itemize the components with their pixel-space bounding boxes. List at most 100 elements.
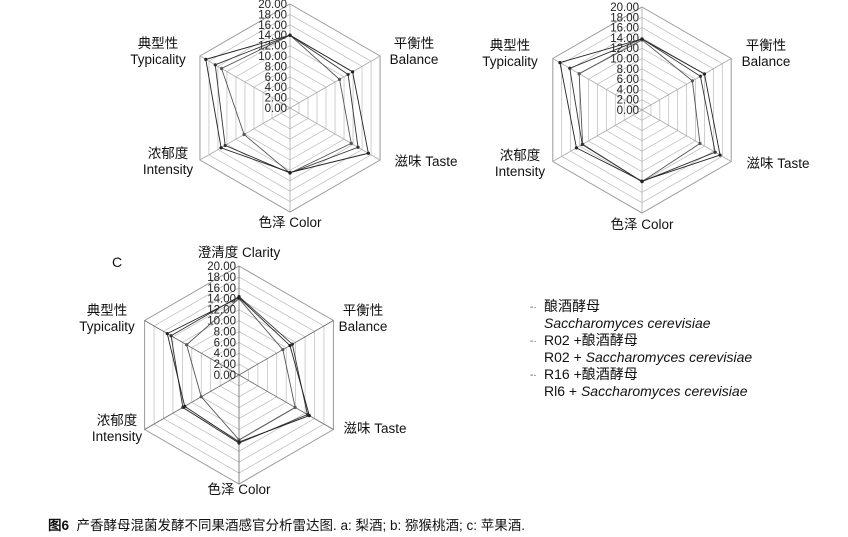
data-point — [698, 141, 702, 146]
data-point — [223, 143, 227, 148]
data-point — [350, 70, 355, 74]
tick-label: 18.00 — [258, 9, 287, 21]
legend-label-zh: R16 +酿酒酵母 — [544, 366, 638, 382]
tick-label: 18.00 — [610, 12, 639, 24]
data-point — [349, 141, 353, 145]
data-point — [165, 331, 169, 336]
tick-label: 12.00 — [258, 41, 287, 53]
legend-label-prefix: Rl6 + — [544, 383, 581, 399]
legend-label-species: Saccharomyces cerevisiae — [585, 349, 753, 365]
data-point — [213, 63, 217, 67]
tick-label: 16.00 — [207, 283, 236, 295]
legend-label-species: Saccharomyces cerevisiae — [580, 383, 748, 399]
data-point — [568, 66, 572, 70]
panel-label-c: C — [112, 254, 123, 270]
axis-label: 色泽 Color — [258, 215, 322, 230]
data-point — [288, 33, 292, 37]
tick-label: 8.00 — [214, 326, 236, 338]
axis-spoke — [641, 58, 732, 111]
data-point — [718, 153, 722, 157]
data-point — [640, 179, 644, 183]
data-point — [183, 404, 187, 408]
data-point — [219, 146, 223, 150]
axis-spoke — [289, 55, 381, 109]
tick-label: 4.00 — [214, 348, 236, 360]
axis-spoke — [238, 320, 334, 376]
data-point — [698, 74, 703, 78]
legend-label-prefix: R02 + — [544, 349, 586, 365]
data-point — [346, 72, 350, 77]
tick-label: 16.00 — [610, 23, 639, 35]
tick-label: 16.00 — [258, 20, 287, 32]
figure-caption: 图6 产香酵母混菌发酵不同果酒感官分析雷达图. a: 梨酒; b: 猕猴桃酒; … — [48, 514, 525, 534]
tick-label: 2.00 — [617, 95, 639, 107]
tick-label: 20.00 — [207, 261, 236, 273]
axis-label: 滋味 Taste — [343, 421, 407, 436]
axis-spoke — [144, 374, 240, 430]
data-point — [690, 79, 694, 83]
data-point — [293, 405, 297, 410]
data-point — [242, 132, 246, 137]
legend-item-r02: -· R02 +酿酒酵母 R02 + Saccharomyces cerevis… — [530, 332, 752, 366]
tick-label: 10.00 — [258, 51, 287, 63]
data-point — [366, 151, 370, 155]
tick-label: 2.00 — [214, 359, 236, 371]
data-point — [288, 170, 292, 175]
axis-spoke — [552, 58, 643, 111]
data-point — [185, 343, 189, 347]
tick-label: 20.00 — [610, 2, 639, 14]
axis-spoke — [144, 320, 240, 376]
data-point — [558, 61, 562, 65]
legend: -· 酿酒酵母 Saccharomyces cerevisiae -· R02 … — [530, 298, 752, 400]
data-point — [237, 296, 241, 300]
axis-label: 色泽 Color — [207, 482, 271, 497]
data-point — [237, 440, 241, 444]
tick-label: 0.00 — [617, 105, 639, 117]
data-point — [577, 72, 581, 76]
tick-label: 8.00 — [617, 64, 639, 76]
data-point — [574, 146, 579, 150]
data-point — [713, 150, 717, 154]
data-point — [288, 343, 292, 348]
legend-item-saccharomyces: -· 酿酒酵母 Saccharomyces cerevisiae — [530, 298, 752, 332]
tick-label: 2.00 — [265, 93, 287, 105]
axis-label: 色泽 Color — [610, 217, 674, 232]
tick-label: 0.00 — [265, 103, 287, 115]
tick-label: 8.00 — [265, 61, 287, 73]
data-point — [580, 142, 584, 147]
tick-label: 18.00 — [207, 272, 236, 284]
tick-label: 10.00 — [207, 316, 236, 328]
tick-label: 4.00 — [265, 82, 287, 94]
axis-label: 滋味 Taste — [746, 156, 810, 171]
data-point — [169, 334, 173, 338]
tick-label: 4.00 — [617, 84, 639, 96]
tick-label: 10.00 — [610, 54, 639, 66]
axis-spoke — [289, 107, 381, 161]
legend-label-species: Saccharomyces cerevisiae — [544, 315, 711, 331]
axis-label: 澄清度 Clarity — [197, 245, 281, 260]
data-point — [337, 77, 342, 81]
legend-marker-icon: -· — [530, 302, 537, 313]
figure-number: 图6 — [48, 518, 70, 533]
data-point — [199, 395, 203, 399]
tick-label: 6.00 — [214, 337, 236, 349]
data-point — [702, 72, 707, 76]
data-point — [640, 37, 644, 41]
legend-marker-icon: -· — [530, 370, 537, 381]
axis-spoke — [552, 109, 643, 162]
tick-label: 14.00 — [610, 33, 639, 45]
series-line — [166, 297, 310, 443]
data-point — [204, 57, 208, 61]
data-point — [281, 348, 285, 352]
